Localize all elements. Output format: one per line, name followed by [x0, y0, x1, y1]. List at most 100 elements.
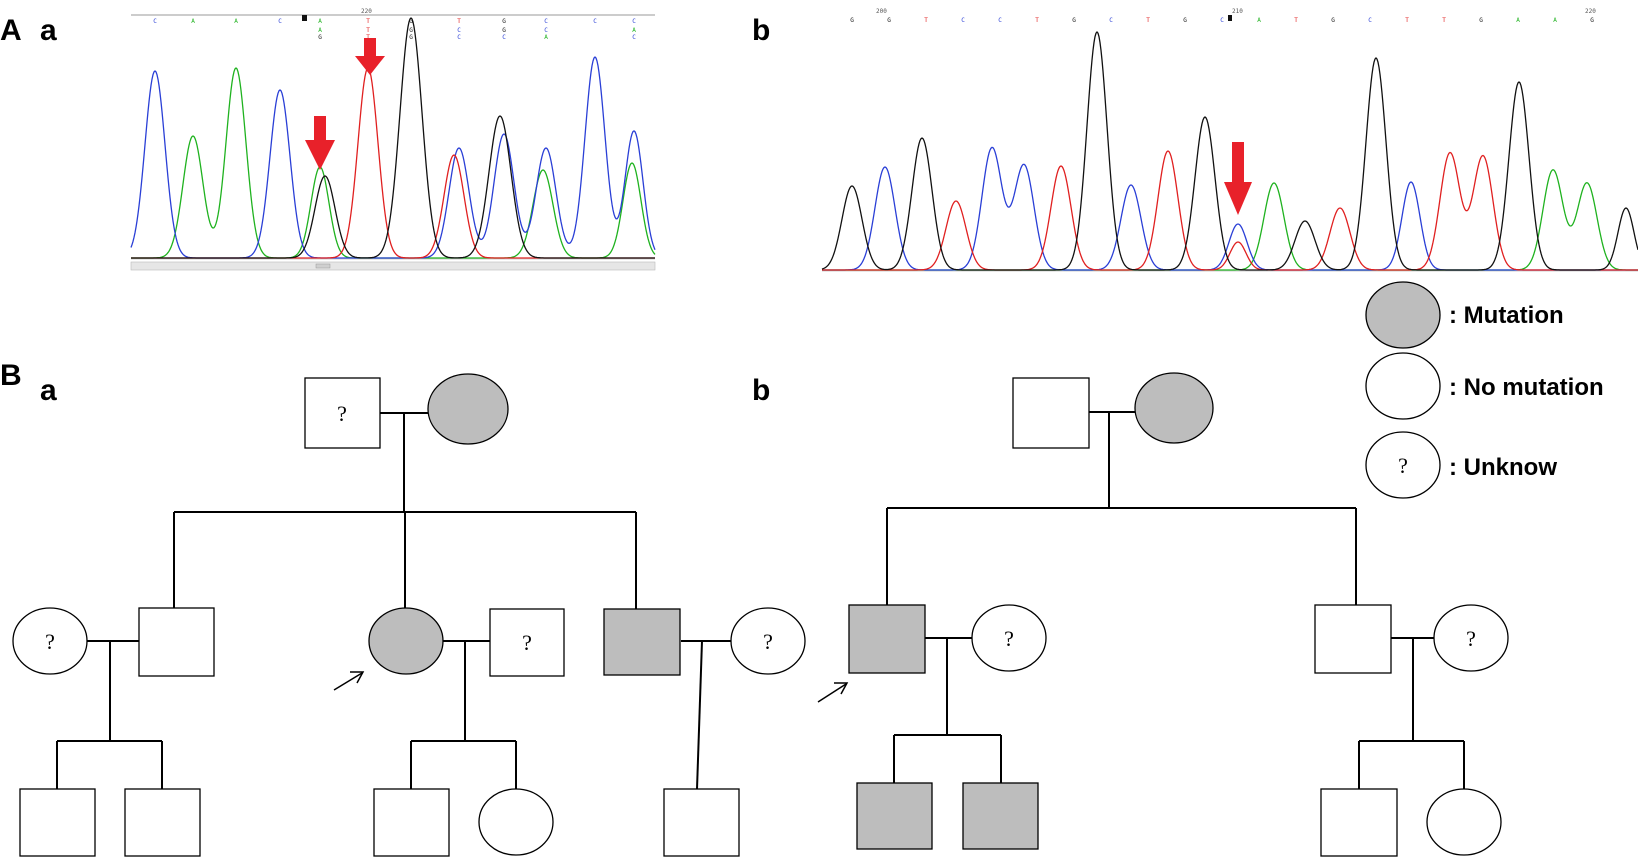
legend-unknown-label: : Unknow	[1449, 454, 1557, 481]
pedigree-a-III-4-female	[478, 788, 554, 856]
panel-label-A-b: b	[752, 14, 770, 47]
chromatogram-b-trace-T	[822, 150, 1638, 271]
chromatogram-b-call-6: G	[1072, 17, 1076, 24]
chromatogram-a-traces	[130, 17, 656, 260]
chromatogram-b-call-13: G	[1331, 17, 1335, 24]
chromatogram-b-call-19: A	[1553, 17, 1557, 24]
chromatogram-a-trace-G	[131, 17, 655, 259]
chromatogram-b-call-2: T	[924, 17, 928, 24]
chromatogram-a-scrollbar	[130, 261, 656, 271]
chromatogram-b-call-14: C	[1368, 17, 1372, 24]
chromatogram-a-trace-T	[131, 67, 655, 259]
pedigree-a: ? ? ? ?	[12, 373, 806, 857]
chromatogram-a-call-5: T	[366, 18, 370, 25]
chromatogram-b-call-20: G	[1590, 17, 1594, 24]
chromatogram-a-call-3: C	[278, 18, 282, 25]
pedigree-a-III-5-male	[663, 788, 740, 857]
panel-label-B-a: a	[40, 374, 57, 407]
legend-mutation-label: : Mutation	[1449, 302, 1564, 329]
chromatogram-b-traces	[821, 30, 1638, 272]
pedigree-b-III-3-male	[1320, 788, 1398, 857]
chromatogram-a-call-4: A	[318, 18, 322, 25]
chromatogram-b-call-3: C	[961, 17, 965, 24]
chromatogram-a-het2-call-1: T	[366, 34, 370, 41]
legend-mutation-symbol	[1365, 281, 1441, 349]
chromatogram-b-call-9: G	[1183, 17, 1187, 24]
pedigree-b-II-1-male-mutation	[848, 604, 926, 674]
chromatogram-b-call-10: C	[1220, 17, 1224, 24]
pedigree-a-descent-line-II-3	[696, 640, 703, 790]
mutation-arrow-a2	[355, 38, 385, 75]
pedigree-a-I-1-unknown-mark: ?	[337, 401, 347, 426]
chromatogram-b-trace-G	[821, 30, 1638, 271]
pedigree-a-I-1-male	[304, 377, 381, 449]
panel-label-B: B	[0, 359, 22, 392]
chromatogram-a-het1-call-3: C	[457, 27, 461, 34]
chromatogram-a-call-8: G	[502, 18, 506, 25]
pedigree-b-II-1-spouse-female	[971, 604, 1047, 672]
chromatogram-b-position-label-2: 210	[1232, 8, 1243, 15]
chromatogram-b-call-5: T	[1035, 17, 1039, 24]
pedigree-a-sibship-line-III-b	[410, 740, 517, 789]
pedigree-b-I-1-male	[1012, 377, 1090, 449]
chromatogram-a-position-label: 220	[361, 8, 372, 15]
pedigree-a-II-3-male-mutation	[603, 608, 681, 676]
pedigree-b-II-2-spouse-female	[1433, 604, 1509, 672]
chromatogram-b-call-18: A	[1516, 17, 1520, 24]
chromatogram-a-call-2: A	[234, 18, 238, 25]
chromatogram-b-call-15: T	[1405, 17, 1409, 24]
chromatogram-a-call-11: C	[632, 18, 636, 25]
pedigree-a-III-2-male	[124, 788, 201, 857]
pedigree-b-III-2-male-mutation	[962, 782, 1039, 850]
chromatogram-a-het2-call-0: G	[318, 34, 322, 41]
chromatogram-b-call-8: T	[1146, 17, 1150, 24]
pedigree-a-II-2-female-mutation	[368, 607, 444, 675]
pedigree-a-II-2-spouse-male	[489, 608, 565, 677]
pedigree-a-I-2-female-mutation	[427, 373, 509, 445]
pedigree-a-II-1-spouse-female	[12, 607, 88, 675]
panel-label-B-b: b	[752, 374, 770, 407]
pedigree-a-II-2-spouse-unknown-mark: ?	[522, 630, 532, 655]
panel-label-A: A	[0, 14, 22, 47]
pedigree-b-III-1-male-mutation	[856, 782, 933, 850]
panel-label-A-a: a	[40, 14, 57, 47]
chromatogram-b-call-16: T	[1442, 17, 1446, 24]
chromatogram-a-call-9: C	[544, 18, 548, 25]
chromatogram-a-trace-A	[131, 67, 656, 259]
pedigree-b-II-2-male	[1314, 604, 1392, 674]
chromatogram-a-cursor-marker	[302, 15, 307, 21]
chromatogram-a-het2-call-2: G	[409, 34, 413, 41]
chromatogram-a-het2-call-3: C	[457, 34, 461, 41]
pedigree-b-II-2-spouse-unknown-mark: ?	[1466, 626, 1476, 651]
chromatogram-a-het1-call-0: A	[318, 27, 322, 34]
chromatogram-a-call-0: C	[153, 18, 157, 25]
chromatogram-b-cursor-marker	[1228, 15, 1232, 21]
chromatogram-b-call-4: C	[998, 17, 1002, 24]
mutation-arrow-a1	[305, 116, 335, 170]
chromatogram-a-scroll-thumb	[315, 263, 331, 269]
chromatogram-a-het1-call-5: C	[544, 27, 548, 34]
chromatogram-b-call-12: T	[1294, 17, 1298, 24]
mutation-arrow-b1	[1224, 142, 1252, 215]
pedigree-b-sibship-line-III-a	[893, 734, 1002, 783]
legend-unknown-mark: ?	[1398, 453, 1408, 478]
proband-arrow-b	[817, 682, 849, 703]
chromatogram-a-het2-call-4: C	[502, 34, 506, 41]
chromatogram-a-call-1: A	[191, 18, 195, 25]
chromatogram-a-het2-call-5: A	[544, 34, 548, 41]
chromatogram-b-call-0: G	[850, 17, 854, 24]
chromatogram-a-call-6: G	[409, 18, 413, 25]
chromatogram-b-position-label-1: 200	[876, 8, 887, 15]
chromatogram-a-het1-call-6: A	[632, 27, 636, 34]
pedigree-b: ? ?	[817, 372, 1509, 857]
chromatogram-b-position-label-3: 220	[1585, 8, 1596, 15]
legend-no-mutation-label: : No mutation	[1449, 374, 1604, 401]
pedigree-a-II-1-male	[138, 607, 215, 677]
chromatogram-a-trace-C	[130, 56, 656, 259]
pedigree-a-II-3-spouse-unknown-mark: ?	[763, 629, 773, 654]
